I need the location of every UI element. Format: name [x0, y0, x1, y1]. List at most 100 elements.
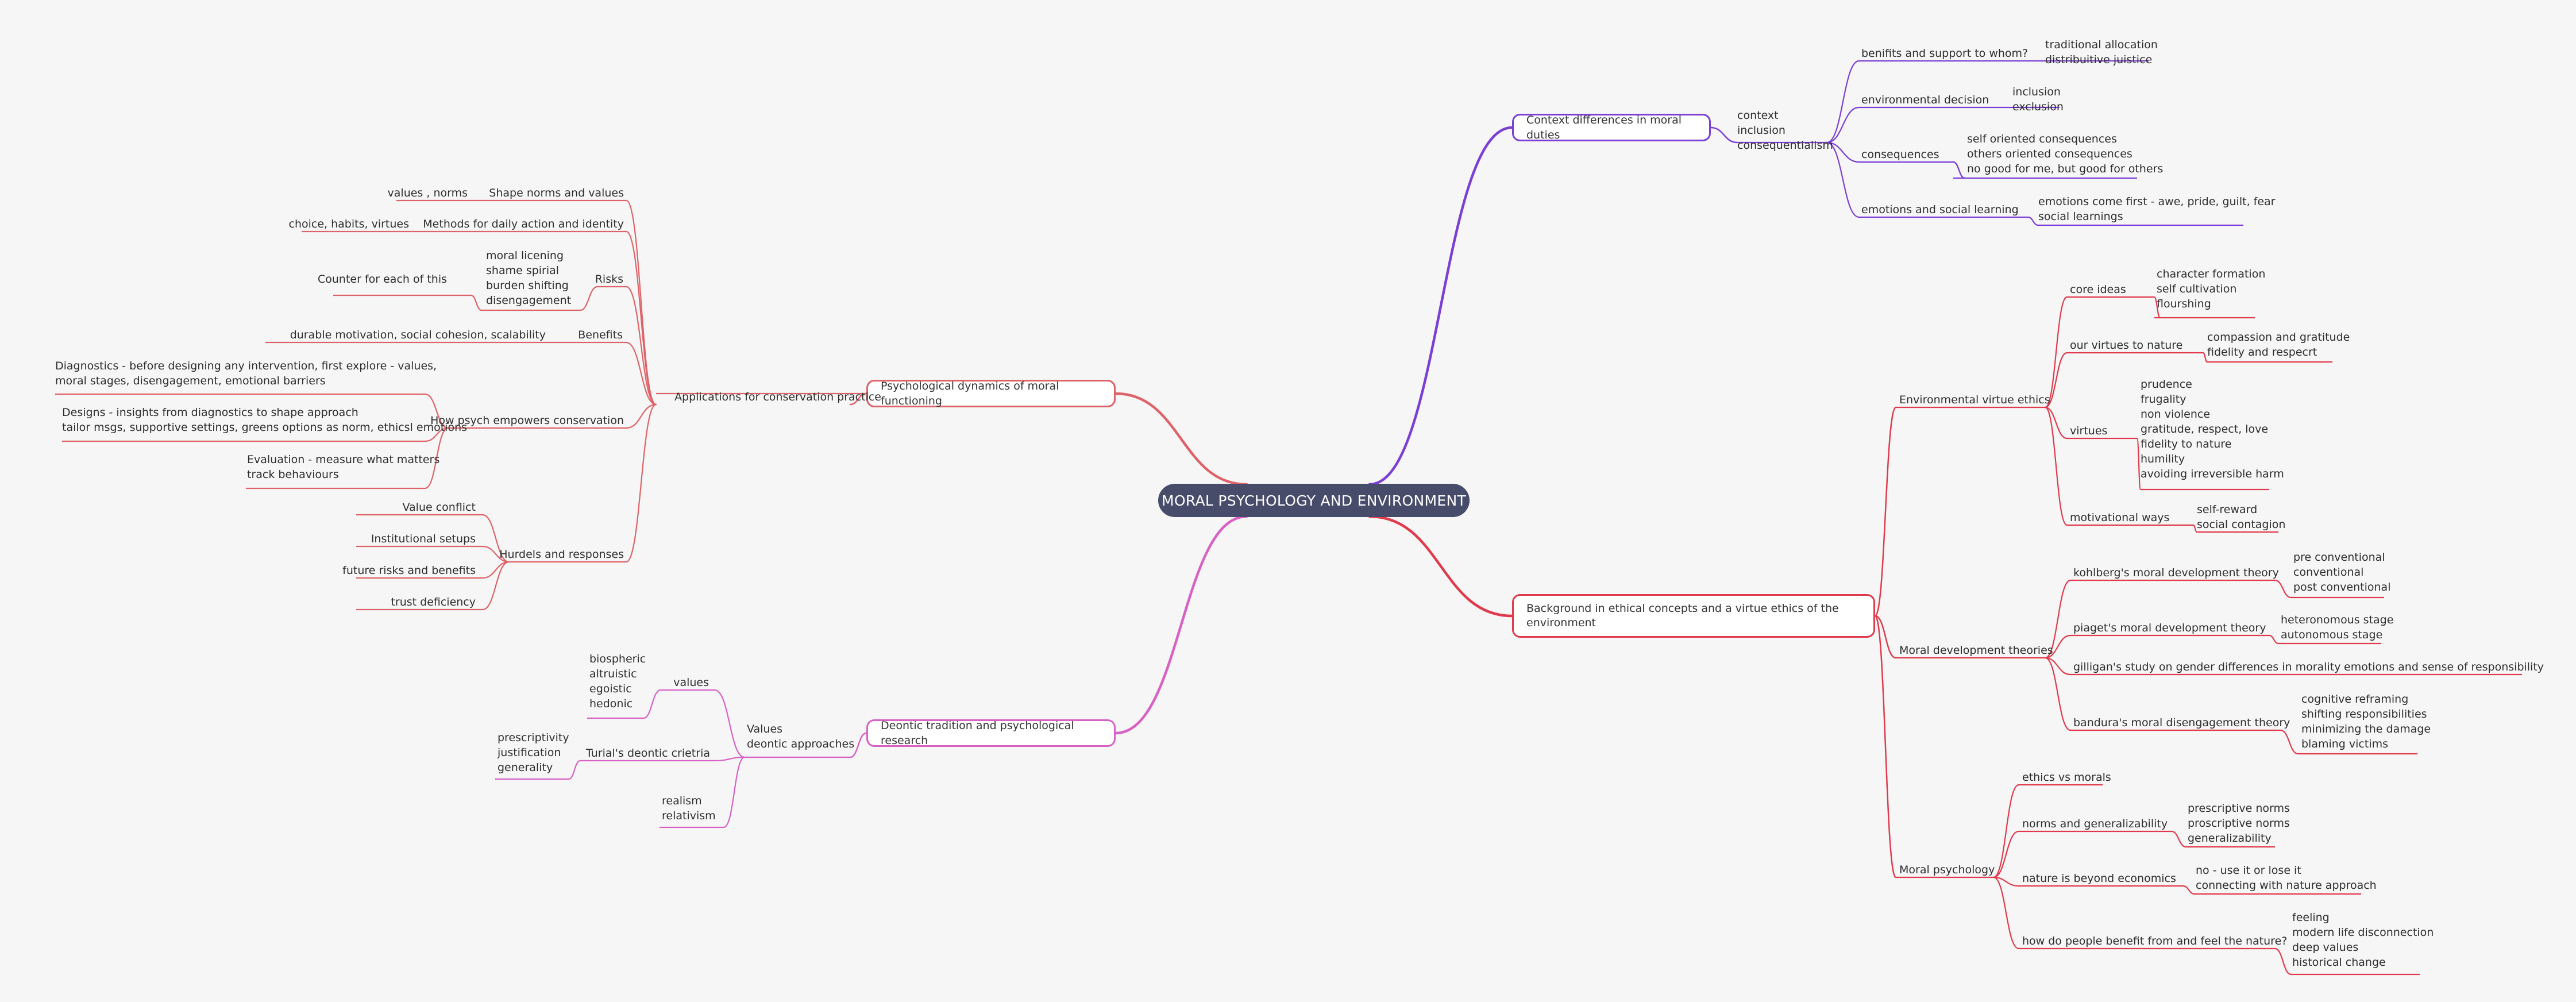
leaf-trust-deficiency[interactable]: trust deficiency: [391, 596, 476, 608]
connector-line: [1826, 141, 1860, 163]
connector-line: [642, 689, 662, 719]
connector-line: [2274, 579, 2292, 599]
leaf-consequences[interactable]: self oriented consequences others orient…: [1967, 133, 2164, 175]
connector-line: [2044, 352, 2068, 408]
leaf-norms[interactable]: prescriptive norms proscriptive norms ge…: [2188, 802, 2290, 845]
node-values-deontic[interactable]: Values deontic approaches: [747, 723, 855, 750]
node-benefits-support[interactable]: benifits and support to whom?: [1861, 47, 2029, 60]
node-virtues-to-nature[interactable]: our virtues to nature: [2070, 339, 2183, 352]
topic-psychological-dynamics[interactable]: Psychological dynamics of moral function…: [866, 380, 1116, 407]
leaf-realism-relativism[interactable]: realism relativism: [662, 795, 716, 822]
node-methods-daily-action[interactable]: Methods for daily action and identity: [423, 218, 624, 230]
connector-line: [2044, 406, 2068, 526]
leaf-motivational-ways[interactable]: self-reward social contagion: [2197, 503, 2286, 531]
leaf-value-conflict[interactable]: Value conflict: [402, 501, 476, 514]
topic-context-differences[interactable]: Context differences in moral duties: [1512, 114, 1711, 141]
connector-line: [1992, 876, 2020, 887]
connector-line: [1368, 126, 1514, 486]
connector-line: [2136, 437, 2142, 491]
leaf-bandura[interactable]: cognitive reframing shifting responsibil…: [2301, 693, 2431, 750]
node-benefit-from-nature[interactable]: how do people benefit from and feel the …: [2022, 935, 2288, 947]
connector-line: [470, 294, 483, 311]
risks-list[interactable]: moral licening shame spirial burden shif…: [486, 249, 572, 307]
connector-line: [849, 732, 867, 758]
connector-line: [579, 286, 599, 311]
leaf-designs[interactable]: Designs - insights from diagnostics to s…: [62, 406, 468, 434]
leaf-piaget[interactable]: heteronomous stage autonomous stage: [2281, 614, 2394, 641]
leaf-institutional-setups[interactable]: Institutional setups: [371, 533, 476, 545]
leaf-inclusion-exclusion[interactable]: inclusion exclusion: [2012, 86, 2064, 113]
node-hurdles[interactable]: Hurdels and responses: [499, 548, 624, 561]
node-consequences[interactable]: consequences: [1861, 148, 1939, 161]
node-bandura[interactable]: bandura's moral disengagement theory: [2073, 716, 2290, 729]
node-gilligan[interactable]: gilligan's study on gender differences i…: [2073, 661, 2341, 673]
topic-deontic-tradition[interactable]: Deontic tradition and psychological rese…: [866, 719, 1116, 747]
leaf-gilligan[interactable]: emotions and sense of responsibility: [2344, 661, 2544, 673]
node-piaget[interactable]: piaget's moral development theory: [2073, 622, 2266, 634]
connector-line: [2044, 657, 2072, 731]
connector-line: [625, 403, 657, 563]
leaf-kohlberg[interactable]: pre conventional conventional post conve…: [2293, 551, 2391, 594]
node-ethics-vs-morals[interactable]: ethics vs morals: [2022, 771, 2111, 784]
connector-line: [2170, 830, 2187, 848]
leaf-counter[interactable]: Counter for each of this: [317, 273, 447, 286]
node-environmental-virtue-ethics[interactable]: Environmental virtue ethics: [1899, 394, 2050, 406]
leaf-virtues-list[interactable]: prudence frugality non violence gratitud…: [2141, 378, 2284, 480]
connector-line: [1952, 161, 1966, 179]
connector-line: [1710, 126, 1738, 144]
context-subtopic[interactable]: context inclusion consequentialism: [1737, 109, 1833, 152]
connector-line: [1992, 830, 2020, 878]
leaf-evaluation[interactable]: Evaluation - measure what matters track …: [247, 453, 440, 481]
leaf-emotions[interactable]: emotions come first - awe, pride, guilt,…: [2038, 195, 2276, 223]
leaf-values-norms[interactable]: values , norms: [387, 187, 468, 199]
connector-line: [2268, 634, 2280, 645]
connector-line: [1368, 515, 1514, 618]
node-applications-conservation[interactable]: Applications for conservation practice: [674, 391, 881, 403]
connector-line: [2027, 216, 2039, 226]
node-moral-psychology[interactable]: Moral psychology: [1899, 864, 1995, 876]
connector-line: [2044, 406, 2068, 440]
node-turial-criteria[interactable]: Turial's deontic crietria: [586, 747, 710, 760]
leaf-value-orientations[interactable]: biospheric altruistic egoistic hedonic: [589, 653, 646, 710]
node-moral-development-theories[interactable]: Moral development theories: [1899, 644, 2053, 657]
connector-line: [481, 514, 510, 563]
connector-line: [2044, 579, 2072, 659]
leaf-future-risks[interactable]: future risks and benefits: [342, 564, 476, 577]
node-motivational-ways[interactable]: motivational ways: [2070, 511, 2170, 524]
node-shape-norms[interactable]: Shape norms and values: [489, 187, 624, 199]
node-virtues[interactable]: virtues: [2070, 425, 2108, 437]
node-norms-generalizability[interactable]: norms and generalizability: [2022, 818, 2168, 830]
leaf-diagnostics[interactable]: Diagnostics - before designing any inter…: [55, 360, 437, 387]
connector-line: [849, 392, 867, 406]
node-kohlberg[interactable]: kohlberg's moral development theory: [2073, 566, 2279, 579]
leaf-core-ideas[interactable]: character formation self cultivation flo…: [2157, 268, 2266, 310]
connector-line: [625, 403, 657, 429]
root-node[interactable]: MORAL PSYCHOLOGY AND ENVIRONMENT: [1158, 484, 1470, 517]
node-beyond-economics[interactable]: nature is beyond economics: [2022, 872, 2176, 885]
connector-line: [625, 286, 657, 406]
leaf-virtues-to-nature[interactable]: compassion and gratitude fidelity and re…: [2207, 331, 2350, 359]
node-emotions-social-learning[interactable]: emotions and social learning: [1861, 203, 2019, 216]
connector-line: [1992, 876, 2020, 950]
connector-line: [2192, 524, 2198, 533]
node-how-psych-empowers[interactable]: How psych empowers conservation: [430, 414, 624, 427]
node-values[interactable]: values: [673, 676, 709, 689]
leaf-turial-criteria[interactable]: prescriptivity justification generality: [498, 731, 569, 774]
connector-line: [2274, 947, 2292, 976]
node-benefits[interactable]: Benefits: [578, 329, 623, 341]
node-risks[interactable]: Risks: [595, 273, 623, 286]
connector-line: [625, 230, 657, 406]
leaf-benefit-from-nature[interactable]: feeling modern life disconnection deep v…: [2292, 911, 2434, 969]
node-environmental-decision[interactable]: environmental decision: [1861, 94, 1989, 106]
connector-line: [1826, 141, 1860, 218]
leaf-choice-habits[interactable]: choice, habits, virtues: [288, 218, 409, 230]
connector-line: [1826, 106, 1860, 144]
leaf-durable-motivation[interactable]: durable motivation, social cohesion, sca…: [290, 329, 546, 341]
node-core-ideas[interactable]: core ideas: [2070, 283, 2126, 296]
topic-background-ethics[interactable]: Background in ethical concepts and a vir…: [1512, 594, 1875, 638]
connector-line: [2044, 634, 2072, 659]
leaf-allocation[interactable]: traditional allocation distribuitive jui…: [2045, 38, 2158, 66]
leaf-beyond-economics[interactable]: no - use it or lose it connecting with n…: [2196, 864, 2377, 892]
connector-line: [424, 393, 449, 429]
